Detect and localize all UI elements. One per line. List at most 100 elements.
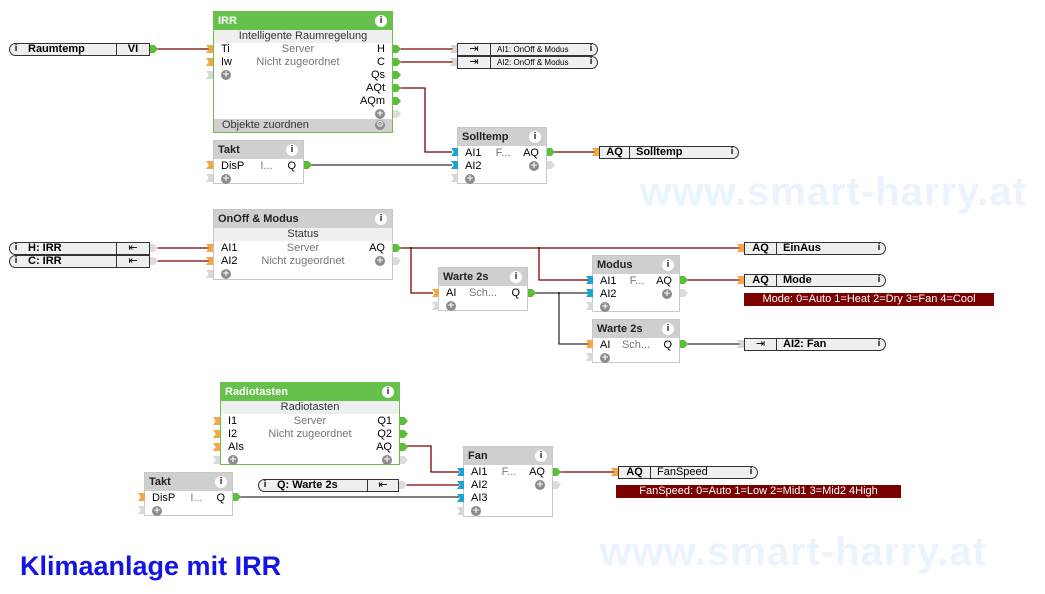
output-fanspeed[interactable]: AQ FanSpeed i [618,466,758,479]
input-pin[interactable] [206,270,213,278]
add-output-icon[interactable]: + [375,256,385,267]
input-c-irr[interactable]: i C: IRR ⇤ [9,255,150,268]
add-input-icon[interactable]: + [446,301,456,312]
input-h-irr[interactable]: i H: IRR ⇤ [9,242,150,255]
input-pin[interactable] [451,161,458,169]
input-pin[interactable] [586,276,593,284]
info-icon[interactable]: i [14,256,18,266]
output-pin[interactable] [233,493,241,501]
output-pin[interactable] [680,276,688,284]
input-pin[interactable] [451,148,458,156]
info-icon[interactable]: i [535,450,547,462]
output-pin[interactable] [400,443,408,451]
input-pin[interactable] [213,430,220,438]
input-pin[interactable] [206,244,213,252]
output-pin[interactable] [680,340,688,348]
output-pin[interactable] [547,161,555,169]
input-pin[interactable] [450,45,457,53]
add-input-icon[interactable]: + [221,174,231,185]
add-input-icon[interactable]: + [600,302,610,313]
output-pin[interactable] [528,289,536,297]
add-input-icon[interactable]: + [465,174,475,185]
info-icon[interactable]: i [215,476,227,488]
output-pin[interactable] [393,257,401,265]
output-pin[interactable] [150,244,158,252]
add-input-icon[interactable]: + [228,455,238,466]
info-icon[interactable]: i [877,243,881,253]
output-pin[interactable] [393,84,401,92]
add-output-icon[interactable]: + [662,289,672,300]
info-icon[interactable]: i [662,323,674,335]
output-pin[interactable] [304,161,312,169]
info-icon[interactable]: i [529,131,541,143]
output-pin[interactable] [547,148,555,156]
input-pin[interactable] [206,257,213,265]
add-input-icon[interactable]: + [221,269,231,280]
input-pin[interactable] [586,340,593,348]
info-icon[interactable]: i [375,213,387,225]
add-output-icon[interactable]: + [529,161,539,172]
input-pin[interactable] [737,340,744,348]
input-pin[interactable] [451,174,458,182]
input-pin[interactable] [450,58,457,66]
input-pin[interactable] [213,456,220,464]
output-pin[interactable] [680,289,688,297]
input-pin[interactable] [432,289,439,297]
output-pin[interactable] [400,417,408,425]
info-icon[interactable]: i [662,259,674,271]
output-pin[interactable] [393,110,401,118]
input-pin[interactable] [206,161,213,169]
add-input-icon[interactable]: + [471,506,481,517]
input-pin[interactable] [457,481,464,489]
output-einaus[interactable]: AQ EinAus i [744,242,886,255]
output-ai1-onoff[interactable]: ⇥ AI1: OnOff & Modus i [457,43,598,56]
input-pin[interactable] [586,353,593,361]
output-pin[interactable] [393,45,401,53]
output-pin[interactable] [393,58,401,66]
input-pin[interactable] [737,244,744,252]
input-pin[interactable] [737,276,744,284]
add-output-icon[interactable]: + [382,455,392,466]
input-pin[interactable] [206,58,213,66]
info-icon[interactable]: i [730,147,734,157]
add-output-icon[interactable]: + [375,109,385,120]
output-pin[interactable] [393,244,401,252]
add-output-icon[interactable]: + [535,480,545,491]
output-mode[interactable]: AQ Mode i [744,274,886,287]
input-raumtemp[interactable]: i Raumtemp VI [9,43,150,56]
info-icon[interactable]: i [375,15,387,27]
input-pin[interactable] [457,507,464,515]
info-icon[interactable]: i [286,144,298,156]
info-icon[interactable]: i [382,386,394,398]
output-pin[interactable] [553,481,561,489]
input-pin[interactable] [611,468,618,476]
input-pin[interactable] [213,417,220,425]
output-pin[interactable] [553,468,561,476]
settings-icon[interactable]: ⚙ [375,120,385,130]
info-icon[interactable]: i [877,339,881,349]
input-pin[interactable] [213,443,220,451]
add-input-icon[interactable]: + [152,506,162,517]
output-pin[interactable] [400,430,408,438]
info-icon[interactable]: i [749,467,753,477]
input-pin[interactable] [206,45,213,53]
info-icon[interactable]: i [14,44,18,54]
info-icon[interactable]: i [510,271,522,283]
info-icon[interactable]: i [589,57,593,67]
info-icon[interactable]: i [877,275,881,285]
output-pin[interactable] [150,45,158,53]
input-pin[interactable] [138,493,145,501]
output-pin[interactable] [150,257,158,265]
input-pin[interactable] [586,302,593,310]
input-pin[interactable] [138,506,145,514]
input-pin[interactable] [586,289,593,297]
info-icon[interactable]: i [263,480,267,490]
output-pin[interactable] [393,71,401,79]
add-input-icon[interactable]: + [600,353,610,364]
